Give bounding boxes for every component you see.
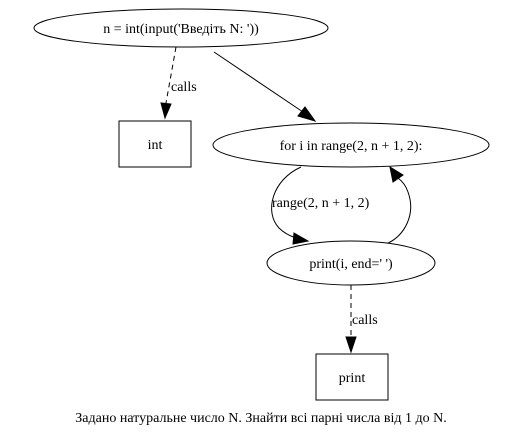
arrowhead-icon xyxy=(297,106,317,122)
node-int-call-label: int xyxy=(148,138,163,153)
edge-label-calls-print: calls xyxy=(352,313,378,328)
arrowhead-icon xyxy=(389,165,404,183)
node-int-call: int xyxy=(118,120,192,168)
edge-for-to-print: range(2, n + 1, 2) xyxy=(271,166,370,245)
edge-print-to-print-call: calls xyxy=(345,285,378,354)
edge-input-to-for xyxy=(213,51,317,122)
node-for-loop-label: for i in range(2, n + 1, 2): xyxy=(280,139,423,154)
node-input-assign: n = int(input('Введіть N: ')) xyxy=(33,8,329,48)
node-print-call-label: print xyxy=(339,371,366,386)
edge-label-range: range(2, n + 1, 2) xyxy=(272,196,370,211)
arrowhead-icon xyxy=(160,102,172,120)
edge-label-calls-int: calls xyxy=(171,80,197,95)
node-print-call: print xyxy=(315,353,389,401)
node-print-stmt: print(i, end=' ') xyxy=(266,240,436,286)
edge-input-to-int: calls xyxy=(160,46,197,120)
arrowhead-icon xyxy=(345,336,357,354)
edge-print-to-for xyxy=(385,165,412,245)
diagram-caption: Задано натуральне число N. Знайти всі па… xyxy=(75,411,446,426)
node-print-stmt-label: print(i, end=' ') xyxy=(309,257,393,272)
node-input-assign-label: n = int(input('Введіть N: ')) xyxy=(103,22,259,37)
node-for-loop: for i in range(2, n + 1, 2): xyxy=(212,122,490,168)
arrowhead-icon xyxy=(292,232,310,245)
